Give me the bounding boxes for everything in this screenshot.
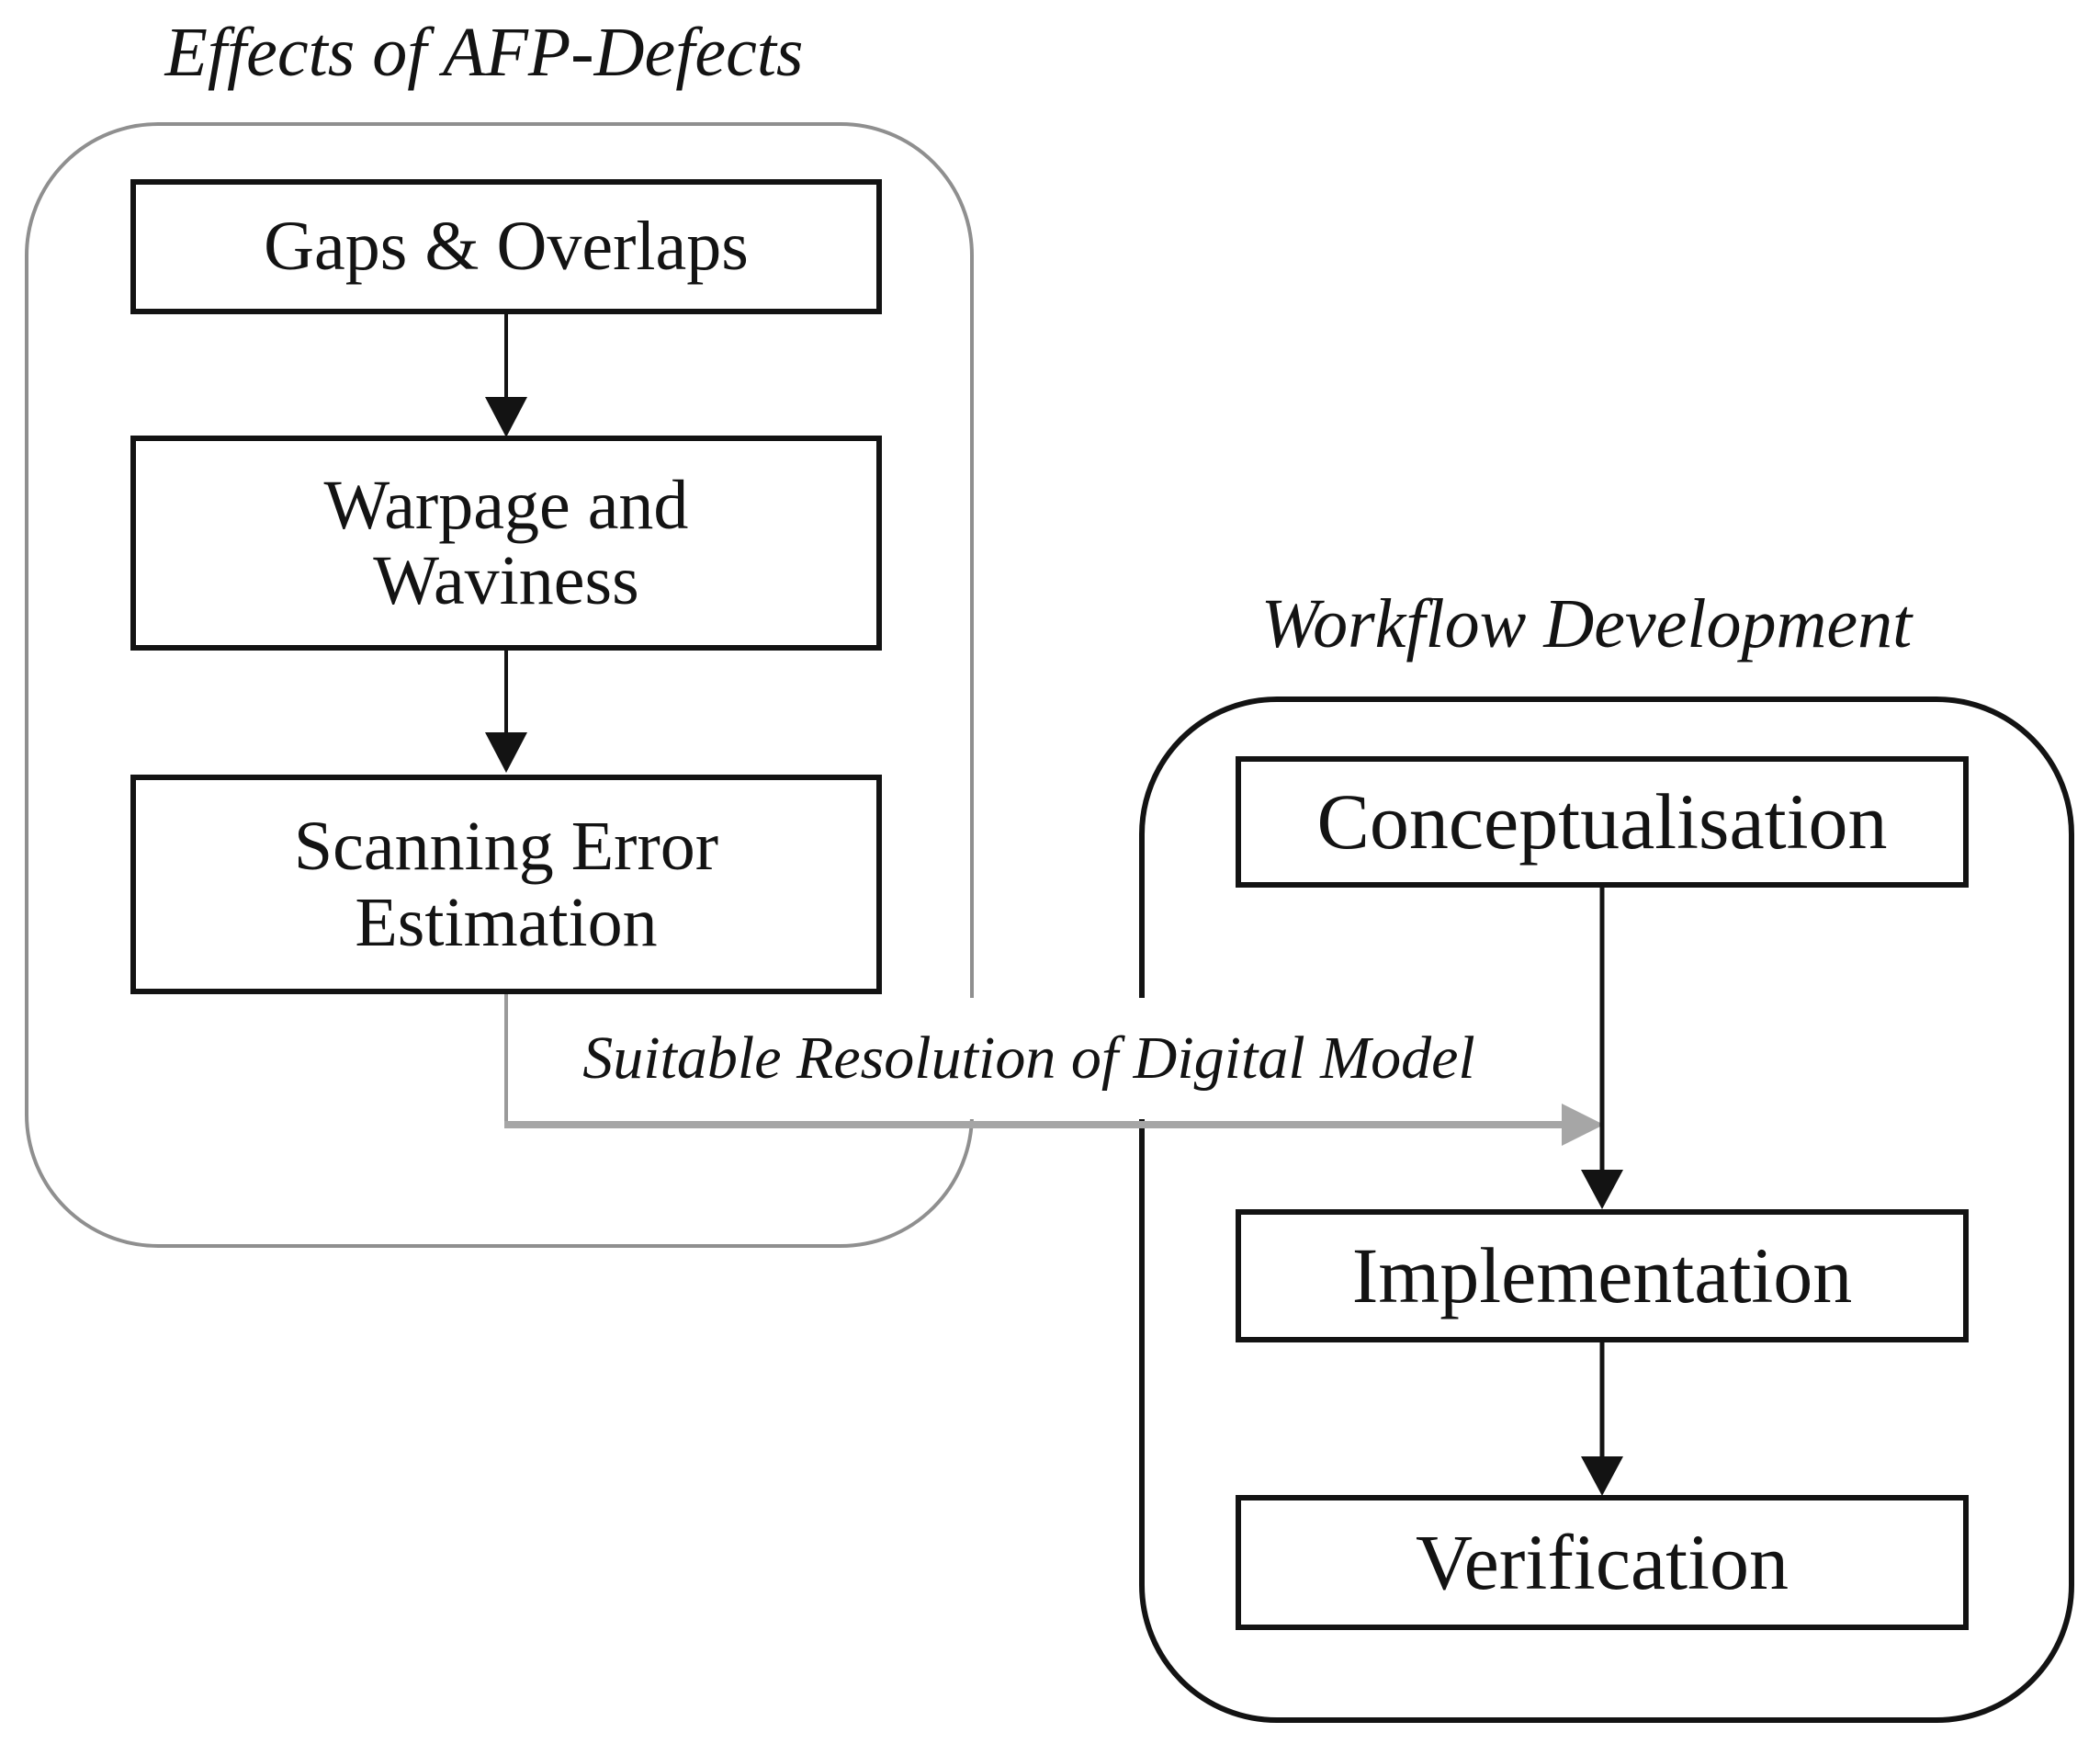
box-implementation: Implementation [1236, 1209, 1969, 1342]
workflow-group-title: Workflow Development [1260, 585, 1913, 662]
suitable-resolution-label-text: Suitable Resolution of Digital Model [582, 1025, 1475, 1092]
box-scanning-error-estimation-label: Scanning Error Estimation [293, 808, 719, 961]
box-gaps-and-overlaps-label: Gaps & Overlaps [264, 208, 749, 286]
box-warpage-and-waviness: Warpage and Waviness [130, 436, 882, 651]
afp-defects-group-title: Effects of AFP-Defects [164, 14, 804, 91]
box-gaps-and-overlaps: Gaps & Overlaps [130, 179, 882, 314]
box-verification-label: Verification [1416, 1518, 1789, 1607]
box-implementation-label: Implementation [1351, 1231, 1853, 1320]
suitable-resolution-label: Suitable Resolution of Digital Model [513, 998, 1545, 1119]
box-scanning-error-estimation: Scanning Error Estimation [130, 775, 882, 994]
box-verification: Verification [1236, 1495, 1969, 1630]
box-conceptualisation: Conceptualisation [1236, 756, 1969, 888]
box-warpage-and-waviness-label: Warpage and Waviness [323, 466, 689, 619]
box-conceptualisation-label: Conceptualisation [1316, 777, 1888, 866]
